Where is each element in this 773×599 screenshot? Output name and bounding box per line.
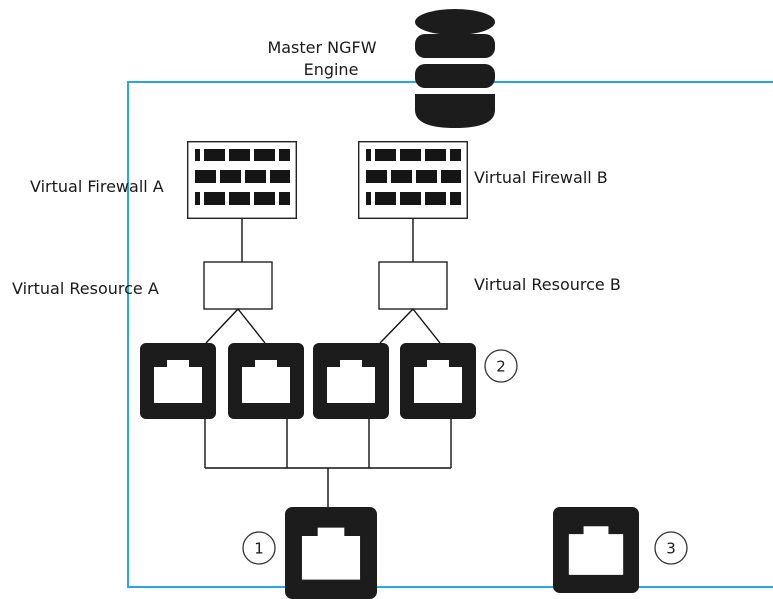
ethernet-port-icon: [228, 343, 304, 419]
virtual-firewall-b-icon: [358, 141, 468, 219]
ethernet-port-icon: [313, 343, 389, 419]
master-engine-label-line2: Engine: [304, 60, 359, 79]
virtual-firewall-b-label: Virtual Firewall B: [474, 168, 608, 187]
database-stack-icon: [415, 9, 495, 128]
interface-bus: [204, 419, 452, 507]
link-resource-b-port-4: [412, 308, 441, 344]
badge-1-label: 1: [254, 540, 264, 558]
badge-1: 1: [242, 531, 276, 565]
ethernet-port-icon: [140, 343, 216, 419]
ethernet-port-icon: [400, 343, 476, 419]
badge-3-label: 3: [666, 540, 676, 558]
virtual-firewall-a-label: Virtual Firewall A: [30, 177, 164, 196]
virtual-resource-b-label: Virtual Resource B: [474, 275, 621, 294]
virtual-resource-b-box: [378, 261, 448, 310]
link-resource-b-port-3: [379, 308, 414, 344]
virtual-resource-a-label: Virtual Resource A: [12, 279, 159, 298]
virtual-firewall-a-icon: [187, 141, 297, 219]
badge-2-label: 2: [496, 358, 506, 376]
badge-2: 2: [484, 349, 518, 383]
virtual-resource-a-box: [203, 261, 273, 310]
master-engine-label-line1: Master NGFW: [267, 38, 376, 57]
ethernet-port-icon: [553, 507, 639, 593]
link-resource-a-port-1: [205, 308, 239, 344]
ethernet-port-icon: [285, 507, 377, 599]
link-resource-a-port-2: [237, 308, 266, 344]
badge-3: 3: [654, 531, 688, 565]
